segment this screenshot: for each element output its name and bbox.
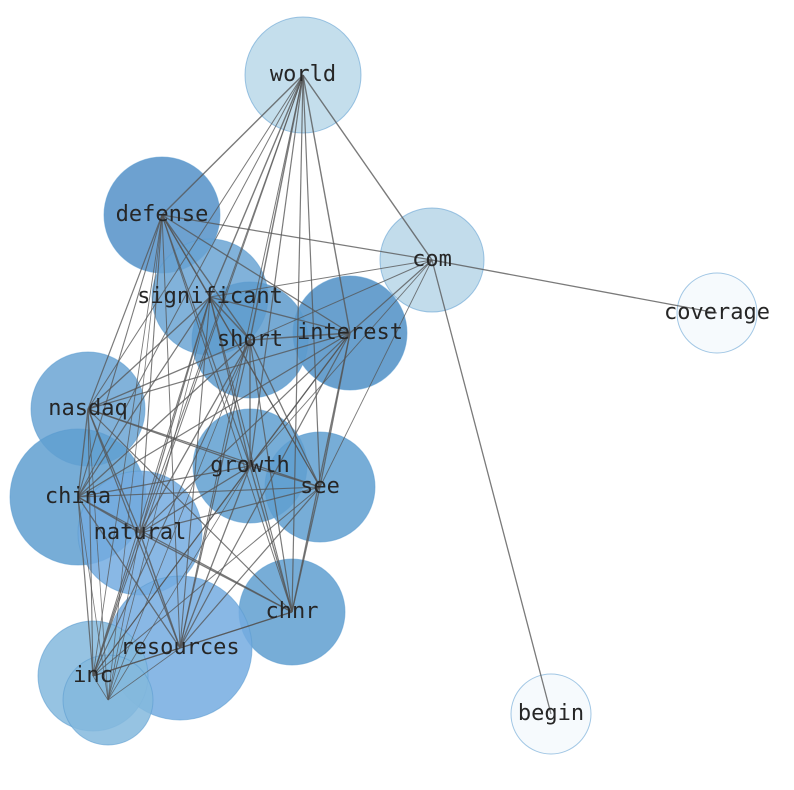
- graph-edge: [77, 332, 351, 498]
- graph-node-label-nasdaq: nasdaq: [48, 396, 127, 421]
- graph-node-label-natural: natural: [94, 520, 187, 545]
- graph-edge: [249, 465, 321, 488]
- graph-edge: [92, 647, 181, 677]
- graph-edge: [249, 332, 351, 341]
- graph-edge: [209, 74, 304, 298]
- graph-edge: [249, 339, 293, 613]
- graph-edge: [107, 647, 181, 701]
- graph-edge: [349, 259, 433, 334]
- graph-edge: [209, 296, 293, 613]
- graph-edge: [249, 339, 321, 488]
- graph-node-label-inc: inc: [73, 663, 113, 688]
- graph-edge: [77, 296, 211, 498]
- graph-edge: [431, 259, 718, 314]
- graph-edge: [92, 339, 251, 677]
- graph-node-label-coverage: coverage: [664, 300, 770, 325]
- graph-edge: [87, 408, 321, 488]
- graph-edge: [107, 214, 163, 701]
- graph-edge: [302, 74, 321, 488]
- graph-edge: [77, 496, 181, 649]
- graph-edge: [92, 486, 321, 677]
- graph-edge: [87, 408, 141, 534]
- graph-edge: [77, 486, 321, 498]
- graph-node-label-chnr: chnr: [266, 599, 319, 624]
- graph-edge: [87, 74, 304, 410]
- graph-edge: [209, 296, 321, 488]
- graph-edge: [139, 532, 181, 649]
- graph-edge: [87, 408, 94, 677]
- graph-edge: [87, 408, 109, 701]
- graph-edge: [179, 296, 211, 649]
- graph-edge: [87, 339, 251, 410]
- graph-node-label-interest: interest: [297, 320, 403, 345]
- graph-edge: [77, 214, 163, 498]
- graph-edge: [92, 214, 163, 677]
- graph-edge: [87, 408, 293, 613]
- graph-edge: [92, 675, 109, 701]
- graph-edge: [291, 74, 304, 613]
- graph-node-label-begin: begin: [518, 701, 584, 726]
- graph-edge: [249, 74, 304, 341]
- graph-edge: [319, 259, 433, 488]
- graph-node-label-short: short: [217, 327, 283, 352]
- graph-node-label-defense: defense: [116, 202, 209, 227]
- graph-edge: [92, 296, 211, 677]
- graph-edge: [77, 465, 251, 498]
- graph-edge: [77, 408, 89, 498]
- graph-edge: [209, 296, 251, 341]
- graph-edge: [179, 465, 251, 649]
- graph-edge: [139, 486, 321, 534]
- graph-edge: [249, 259, 433, 467]
- graph-edge: [179, 332, 351, 649]
- graph-edge: [302, 74, 351, 334]
- graph-edge: [161, 74, 304, 216]
- graph-edge: [302, 74, 433, 261]
- graph-node-label-com: com: [412, 247, 452, 272]
- graph-node-label-resources: resources: [120, 635, 239, 660]
- graph-edge: [107, 296, 211, 701]
- graph-node-label-significant: significant: [137, 284, 283, 309]
- graph-edge: [87, 214, 163, 410]
- graph-node-label-growth: growth: [210, 453, 289, 478]
- graph-edge: [179, 339, 251, 649]
- graph-edge: [249, 259, 433, 341]
- graph-edge: [139, 214, 163, 534]
- graph-edge: [161, 214, 293, 613]
- graph-edge: [77, 496, 109, 701]
- graph-edge: [431, 259, 552, 715]
- graph-edge: [161, 214, 251, 341]
- graph-edge: [77, 496, 94, 677]
- graph-edge: [87, 332, 351, 410]
- graph-node-label-see: see: [300, 474, 340, 499]
- graph-edge: [77, 339, 251, 498]
- graph-edge: [161, 214, 351, 334]
- graph-edge: [87, 408, 181, 649]
- graph-edge: [161, 214, 433, 261]
- graph-edge: [209, 259, 433, 298]
- graph-edge: [209, 296, 251, 467]
- graph-edge: [139, 532, 293, 613]
- graph-node-label-china: china: [45, 484, 111, 509]
- graph-edge: [179, 486, 321, 649]
- graph-edge: [291, 332, 351, 613]
- graph-node-label-world: world: [270, 62, 336, 87]
- graph-edge: [107, 465, 251, 701]
- graph-edge: [161, 214, 181, 649]
- graph-edge: [92, 74, 304, 677]
- graph-edge: [209, 296, 351, 334]
- graph-edge: [139, 465, 251, 534]
- graph-edge: [87, 296, 211, 410]
- graph-edge: [107, 532, 141, 701]
- graph-edge: [139, 332, 351, 534]
- graph-edge: [291, 486, 321, 613]
- graph-edge: [249, 465, 293, 613]
- graph-edge: [107, 339, 251, 701]
- edges-layer: [77, 74, 718, 715]
- labels-layer: world defense com significant coverage intere…: [45, 62, 770, 726]
- graph-edge: [77, 74, 304, 498]
